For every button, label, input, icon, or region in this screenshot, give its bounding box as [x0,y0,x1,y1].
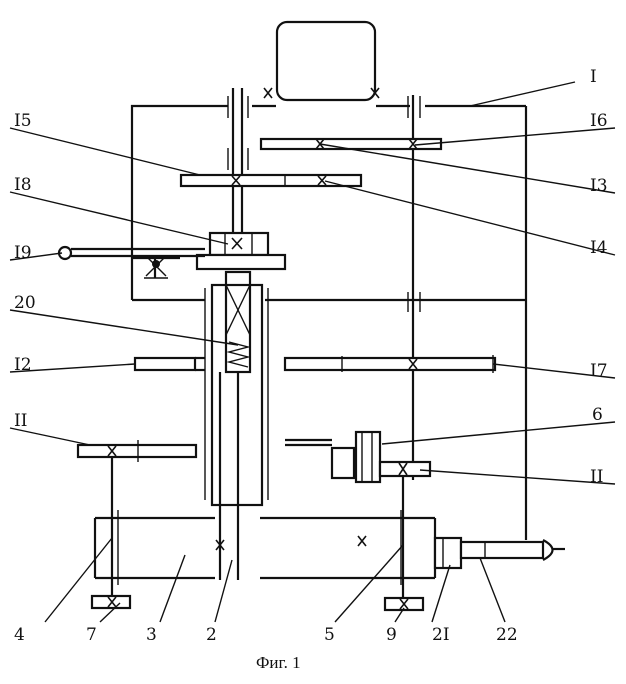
label-22: 22 [496,625,518,645]
label-1: I [590,67,597,87]
label-18: I8 [14,175,32,195]
gear-15 [181,175,361,186]
label-12: I2 [14,355,32,375]
label-5: 5 [324,625,335,645]
label-9: 9 [386,625,397,645]
label-11-left: II [14,411,27,431]
label-16: I6 [590,111,608,131]
gear-12-17 [135,355,495,373]
label-4: 4 [14,625,25,645]
motor-shaft [228,88,379,235]
label-11-right: II [590,467,603,487]
label-17: I7 [590,361,608,381]
figure-caption: Фиг. 1 [256,653,301,672]
label-14: I4 [590,238,608,258]
label-3: 3 [146,625,157,645]
label-13: I3 [590,176,608,196]
label-15: I5 [14,111,32,131]
drive-21-22 [435,538,565,568]
clutch-18 [197,233,285,269]
right-shaft [408,95,420,480]
table-3 [95,510,435,585]
motor [277,22,375,100]
label-21: 2I [432,625,450,645]
label-7: 7 [86,625,97,645]
label-2: 2 [206,625,217,645]
label-6: 6 [592,405,603,425]
label-20: 20 [14,293,36,313]
spindle-20 [205,272,268,580]
gear-cluster-6 [285,432,430,600]
frame [132,106,526,540]
label-19: I9 [14,243,32,263]
